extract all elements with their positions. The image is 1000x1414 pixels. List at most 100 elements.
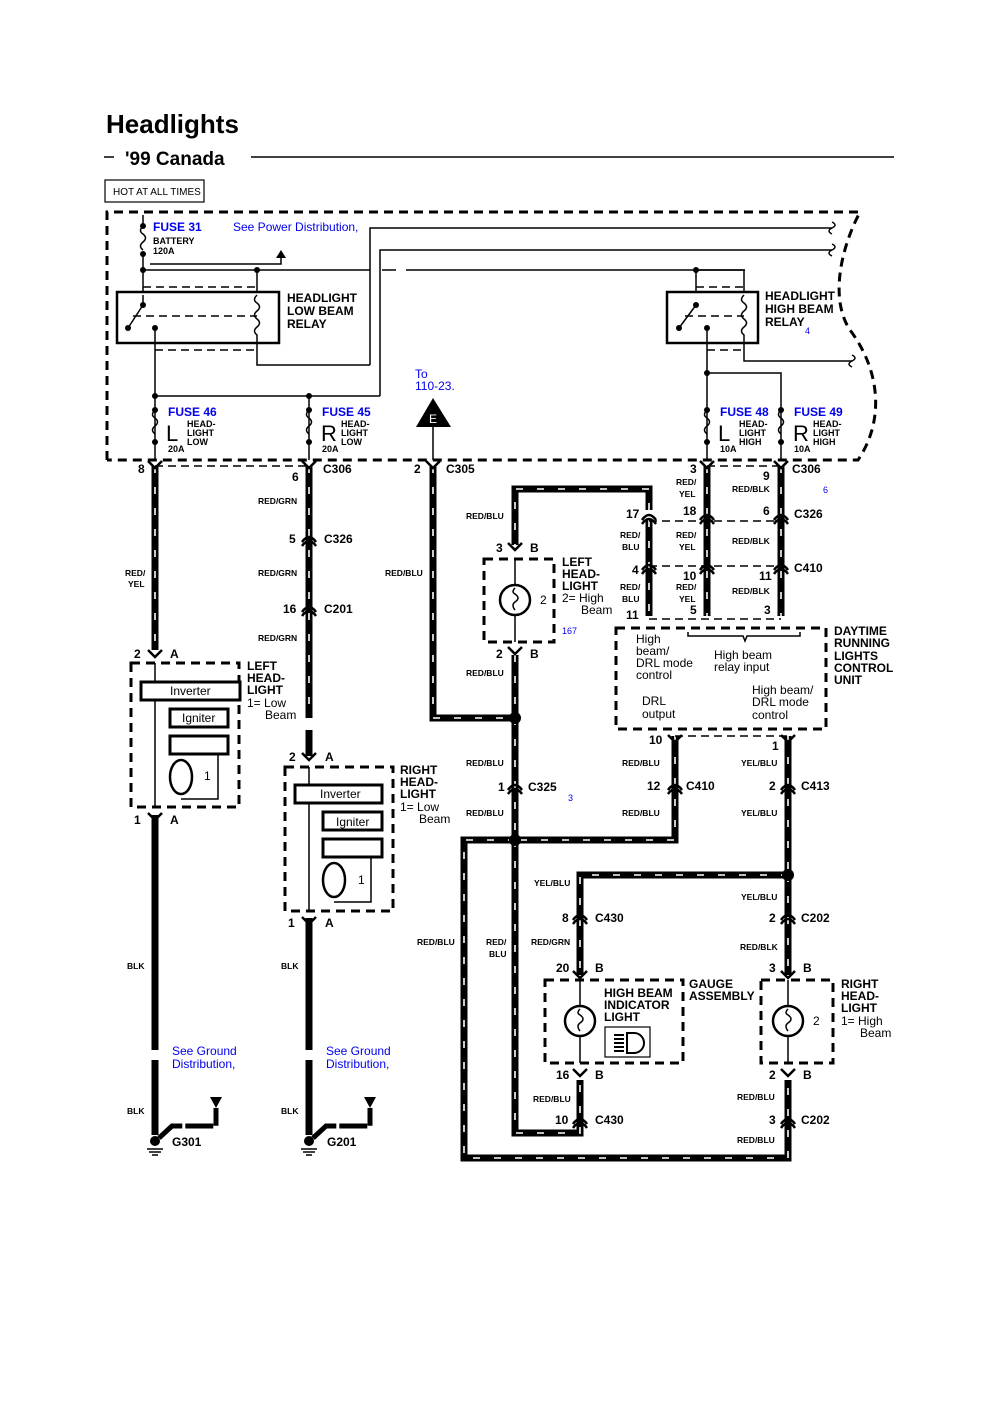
fuse-45-name[interactable]: FUSE 45: [322, 405, 371, 419]
ref-link[interactable]: 3: [568, 793, 573, 803]
wire-label: RED/: [620, 530, 641, 540]
fuse-31-name[interactable]: FUSE 31: [153, 220, 202, 234]
pin-number: 16: [556, 1068, 570, 1082]
ground-distribution-link[interactable]: See Ground: [326, 1044, 391, 1058]
offpage-connector-icon[interactable]: [416, 398, 451, 427]
left-headlight-label: LIGHT: [247, 683, 284, 697]
low-beam-relay-label: HEADLIGHT: [287, 291, 358, 305]
connector-pin-glyph: [507, 646, 523, 656]
wire-label: RED/BLK: [732, 586, 771, 596]
power-distribution-link[interactable]: See Power Distribution,: [233, 220, 358, 234]
wire-label: RED/BLU: [737, 1135, 775, 1145]
wire-label: RED/BLU: [385, 568, 423, 578]
ground-distribution-link[interactable]: See Ground: [172, 1044, 237, 1058]
drl-pin-desc: control: [636, 668, 672, 682]
wire-label: RED/BLK: [740, 942, 779, 952]
wire-label: RED/GRN: [531, 937, 570, 947]
connector-pin-glyph: [780, 1068, 796, 1078]
pin-number: 3: [769, 1113, 776, 1127]
connector-c430: C430: [595, 911, 624, 925]
drl-pin-desc: control: [752, 708, 788, 722]
splice: [306, 393, 312, 399]
relay-contact: [125, 325, 131, 331]
wire-label: BLK: [127, 961, 145, 971]
ref-link[interactable]: 6: [823, 485, 828, 495]
fuse-45-rating: 20A: [322, 444, 339, 454]
pin-number: 5: [289, 532, 296, 546]
ground-arrow-icon: [364, 1097, 376, 1108]
splice: [704, 370, 710, 376]
ground-distribution-link[interactable]: Distribution,: [172, 1057, 235, 1071]
fuse-45-side: R: [321, 421, 337, 446]
pin-letter: B: [530, 541, 539, 555]
connector-pin-glyph: [147, 812, 163, 822]
offpage-link[interactable]: To: [415, 367, 428, 381]
wire: [696, 269, 745, 292]
wire-label: RED/BLU: [622, 758, 660, 768]
wire-stripe: [463, 839, 789, 1159]
fuse-48-desc: LIGHT: [739, 428, 766, 438]
pin-number: 2: [289, 750, 296, 764]
bulb-number: 1: [358, 873, 365, 887]
connector-pin-glyph: [572, 1068, 588, 1078]
drl-pin-desc: DRL: [642, 694, 666, 708]
wire: [743, 343, 852, 362]
fuse-48-desc: HEAD-: [739, 419, 768, 429]
connector-c410: C410: [686, 779, 715, 793]
fuse-49-name[interactable]: FUSE 49: [794, 405, 843, 419]
indicator-bulb-icon: [563, 1004, 597, 1038]
right-high-headlight-label: 1= High: [841, 1014, 883, 1028]
filament-icon: [577, 1008, 584, 1032]
right-headlight-label: RIGHT: [400, 763, 438, 777]
igniter-label: Igniter: [182, 711, 215, 725]
connector-c325: C325: [528, 780, 557, 794]
high-beam-relay-label: RELAY: [765, 315, 805, 329]
wire-label: RED/: [676, 530, 697, 540]
wire-label: RED/GRN: [258, 496, 297, 506]
connector-pin-glyph: [300, 605, 318, 617]
pin-number: 11: [626, 608, 639, 622]
offpage-link[interactable]: 110-23.: [415, 379, 455, 393]
high-beam-relay-label: HIGH BEAM: [765, 302, 834, 316]
wire-stripe: [579, 874, 788, 975]
wire: [369, 227, 832, 365]
ground-distribution-link[interactable]: Distribution,: [326, 1057, 389, 1071]
splice: [152, 393, 158, 399]
pin-letter: B: [595, 1068, 604, 1082]
pin-number: 12: [647, 779, 661, 793]
fuse-48-side: L: [718, 421, 730, 446]
connector-pin-glyph: [667, 734, 683, 744]
wire-label: RED/: [676, 477, 697, 487]
wire-yel-blu: [576, 871, 788, 975]
left-high-headlight-outline: [482, 557, 556, 644]
inverter-box: [293, 783, 384, 805]
connector-pin-glyph: [640, 563, 658, 575]
ballast-box: [168, 734, 230, 756]
pin-number: 2: [769, 779, 776, 793]
wire-label: RED/: [620, 582, 641, 592]
connector-pin-glyph: [666, 783, 684, 795]
wire-label: RED/BLU: [533, 1094, 571, 1104]
fuse-46-name[interactable]: FUSE 46: [168, 405, 217, 419]
fuse-48-name[interactable]: FUSE 48: [720, 405, 769, 419]
wire-stripe: [514, 840, 581, 1134]
high-beam-indicator-label: INDICATOR: [604, 998, 670, 1012]
wire-label: BLK: [127, 1106, 145, 1116]
fuse-terminal: [778, 439, 784, 445]
ref-link[interactable]: 167: [562, 626, 577, 636]
ref-link[interactable]: 4: [805, 326, 810, 336]
drl-pin-desc: DRL mode: [636, 656, 693, 670]
splice: [509, 834, 521, 846]
pin-number: 3: [764, 603, 771, 617]
pin-letter: B: [803, 961, 812, 975]
connector-pin-glyph: [571, 1117, 589, 1129]
wire-label: RED/: [676, 582, 697, 592]
wire-label: BLK: [281, 961, 299, 971]
high-beam-indicator-label: HIGH BEAM: [604, 986, 673, 1000]
pin-number: 18: [683, 504, 697, 518]
pin-letter: A: [325, 916, 334, 930]
fuse-terminal: [152, 439, 158, 445]
connector-c306: C306: [323, 462, 352, 476]
connector-pin-glyph: [780, 970, 796, 980]
connector-pin-glyph: [301, 460, 317, 470]
